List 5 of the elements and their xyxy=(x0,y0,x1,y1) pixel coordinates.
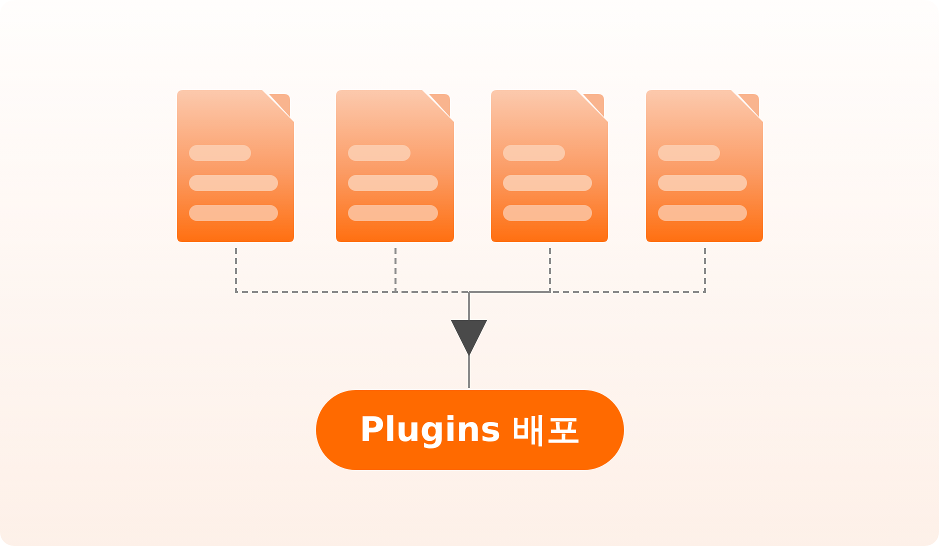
deploy-button: Plugins 배포 xyxy=(316,390,624,470)
document-icon xyxy=(491,90,608,242)
document-icon xyxy=(646,90,763,242)
document-icon xyxy=(177,90,294,242)
document-icon xyxy=(336,90,454,242)
